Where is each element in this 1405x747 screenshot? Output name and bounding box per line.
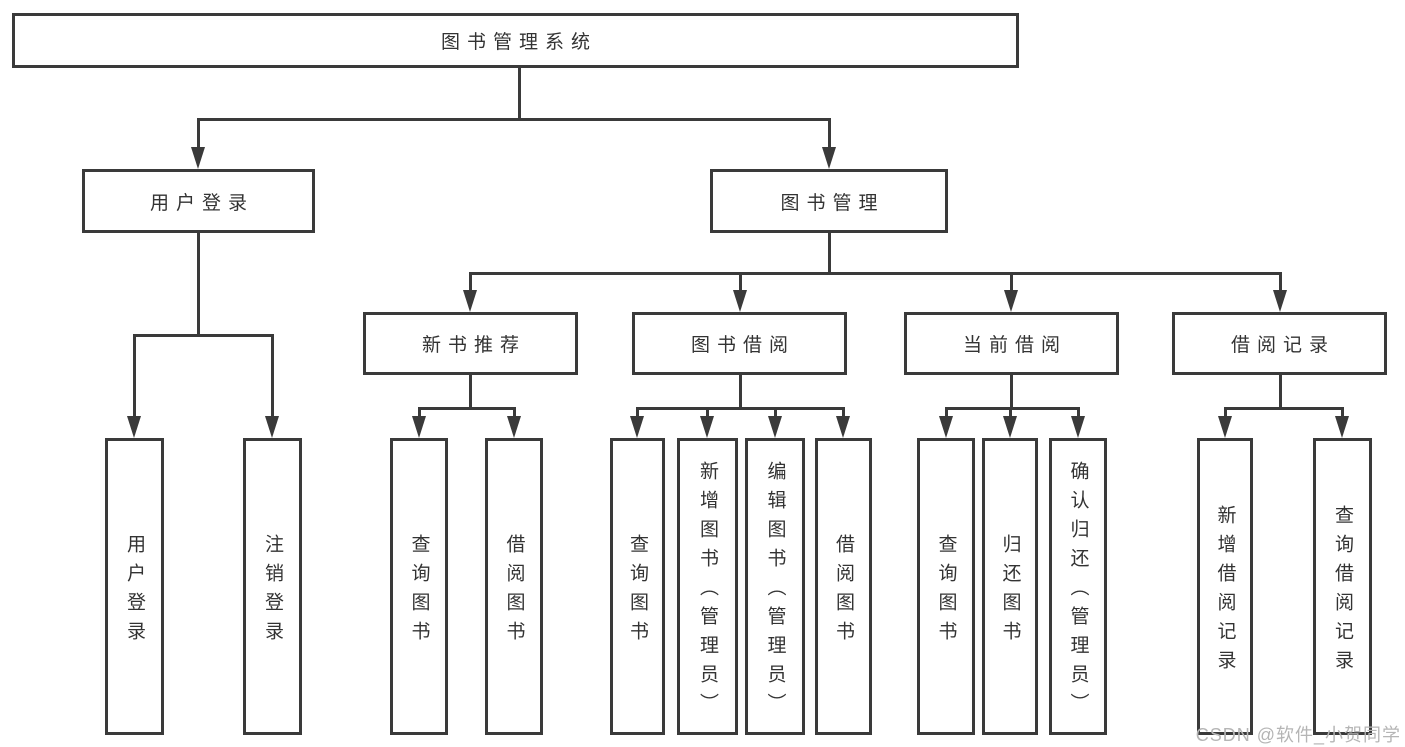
arrow-head-icon [733,290,747,312]
arrow-to-borrowing-records [1273,272,1287,312]
arrow-head-icon [1218,416,1232,438]
node-edit-book-admin: 编辑图书（管理员） [745,438,805,735]
arrow-stem [512,407,516,416]
arrow-stem [738,272,742,290]
arrow-stem [1278,272,1282,290]
arrow-head-icon [1335,416,1349,438]
arrow-stem [944,407,948,416]
arrow-to-recommend-borrow [507,407,521,438]
node-recommend-borrow-book: 借阅图书 [485,438,543,735]
arrow-stem [1076,407,1080,416]
arrow-to-add-record [1218,407,1232,438]
connector-root-bar [197,118,831,121]
connector-records-trunk [1279,375,1282,409]
arrow-stem [196,118,200,147]
connector-recommend-bar [418,407,516,410]
node-logout: 注销登录 [243,438,302,735]
node-current-query-book: 查询图书 [917,438,975,735]
node-return-book: 归还图书 [982,438,1038,735]
arrow-to-current-borrowing [1004,272,1018,312]
arrow-head-icon [191,147,205,169]
arrow-stem [1223,407,1227,416]
arrow-to-current-query [939,407,953,438]
arrow-stem [417,407,421,416]
arrow-head-icon [463,290,477,312]
arrow-stem [468,272,472,290]
arrow-stem [270,334,274,416]
csdn-watermark: CSDN @软件_小贺同学 [1195,725,1401,745]
node-borrowing-query-book: 查询图书 [610,438,665,735]
arrow-head-icon [127,416,141,438]
arrow-stem [773,407,777,416]
arrow-head-icon [507,416,521,438]
arrow-head-icon [1003,416,1017,438]
arrow-to-borrowing-query [630,407,644,438]
arrow-head-icon [836,416,850,438]
arrow-to-user-login [191,118,205,169]
arrow-to-logout [265,334,279,438]
arrow-head-icon [939,416,953,438]
arrow-to-borrowing-borrow [836,407,850,438]
connector-recommend-trunk [469,375,472,409]
node-borrowing-records: 借阅记录 [1172,312,1387,375]
arrow-to-new-book-recommend [463,272,477,312]
node-user-login: 用户登录 [82,169,315,233]
arrow-to-recommend-query [412,407,426,438]
arrow-head-icon [630,416,644,438]
arrow-head-icon [265,416,279,438]
node-current-borrowing: 当前借阅 [904,312,1119,375]
node-book-borrowing: 图书借阅 [632,312,847,375]
arrow-to-book-management [822,118,836,169]
arrow-head-icon [700,416,714,438]
arrow-to-user-login-leaf [127,334,141,438]
arrow-stem [841,407,845,416]
node-confirm-return-admin: 确认归还（管理员） [1049,438,1107,735]
connector-bookmgmt-bar [469,272,1282,275]
node-recommend-query-book: 查询图书 [390,438,448,735]
node-add-borrow-record: 新增借阅记录 [1197,438,1253,735]
connector-root-trunk [518,67,521,120]
connector-current-bar [945,407,1079,410]
arrow-head-icon [412,416,426,438]
connector-borrowing-bar [636,407,844,410]
arrow-stem [1009,272,1013,290]
node-root: 图书管理系统 [12,13,1019,68]
arrow-head-icon [822,147,836,169]
arrow-head-icon [1004,290,1018,312]
arrow-stem [1008,407,1012,416]
connector-records-bar [1224,407,1343,410]
arrow-to-add-book [700,407,714,438]
arrow-head-icon [1273,290,1287,312]
arrow-to-edit-book [768,407,782,438]
arrow-stem [827,118,831,147]
arrow-head-icon [768,416,782,438]
arrow-stem [635,407,639,416]
arrow-head-icon [1071,416,1085,438]
arrow-stem [1340,407,1344,416]
arrow-stem [705,407,709,416]
connector-current-trunk [1010,375,1013,409]
connector-userlogin-trunk [197,233,200,337]
arrow-to-confirm-return [1071,407,1085,438]
node-new-book-recommend: 新书推荐 [363,312,578,375]
node-user-login-leaf: 用户登录 [105,438,164,735]
node-query-borrow-record: 查询借阅记录 [1313,438,1372,735]
arrow-stem [132,334,136,416]
node-borrowing-borrow-book: 借阅图书 [815,438,872,735]
connector-bookmgmt-trunk [828,233,831,274]
arrow-to-return-book [1003,407,1017,438]
arrow-to-book-borrowing [733,272,747,312]
node-add-book-admin: 新增图书（管理员） [677,438,738,735]
node-book-management: 图书管理 [710,169,948,233]
arrow-to-query-record [1335,407,1349,438]
connector-borrowing-trunk [739,375,742,409]
connector-userlogin-bar [133,334,274,337]
